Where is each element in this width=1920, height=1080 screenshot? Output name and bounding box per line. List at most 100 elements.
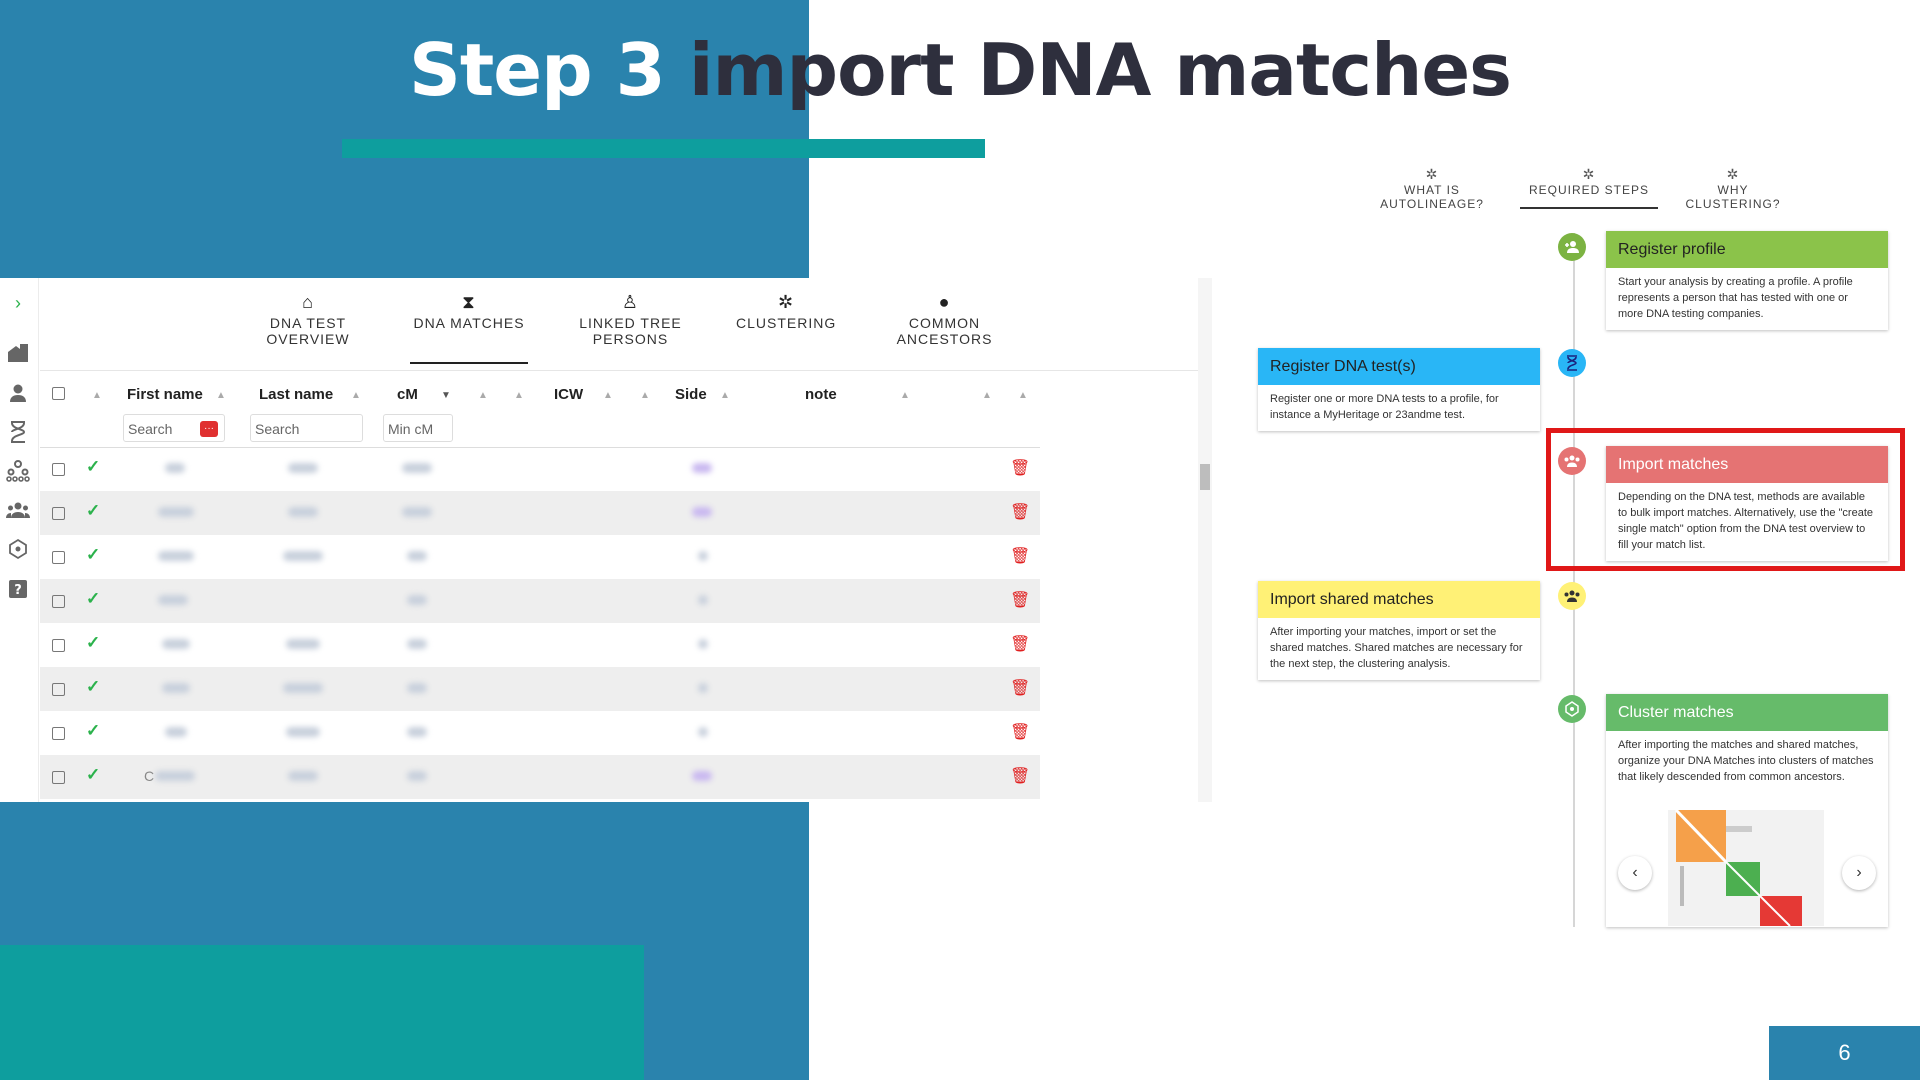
blurred-first-name [158, 507, 194, 517]
person-icon[interactable] [5, 380, 31, 406]
table-row[interactable]: ✓C🗑 [40, 755, 1040, 799]
delete-icon[interactable]: 🗑 [1010, 680, 1031, 697]
page-number: 6 [1769, 1026, 1920, 1080]
row-checkbox[interactable] [52, 507, 65, 520]
blurred-cm [407, 683, 427, 693]
scrollbar-thumb[interactable] [1200, 464, 1210, 490]
column-first-name[interactable]: First name [127, 386, 203, 403]
dashboard-icon[interactable] [5, 340, 31, 366]
partial-first-name: C [144, 768, 155, 784]
filter-options-icon[interactable]: ··· [200, 421, 218, 437]
row-checkbox[interactable] [52, 551, 65, 564]
blurred-last-name [286, 727, 320, 737]
check-icon: ✓ [86, 501, 101, 520]
tab-dna-test-overview[interactable]: ⌂DNA TEST OVERVIEW [228, 292, 388, 362]
step-title: Register DNA test(s) [1258, 348, 1540, 385]
blurred-side [698, 551, 708, 561]
sort-icon[interactable]: ▲ [216, 390, 226, 401]
blurred-side [698, 727, 708, 737]
sort-icon[interactable]: ▲ [720, 390, 730, 401]
slide-background-teal [0, 945, 644, 1080]
tab-label: WHAT IS AUTOLINEAGE? [1380, 183, 1484, 211]
tab-common-ancestors[interactable]: ●COMMON ANCESTORS [862, 292, 1027, 362]
delete-icon[interactable]: 🗑 [1010, 592, 1031, 609]
row-checkbox[interactable] [52, 727, 65, 740]
table-row[interactable]: ✓🗑 [40, 623, 1040, 667]
sort-icon[interactable]: ▲ [478, 390, 488, 401]
select-all-checkbox[interactable] [52, 387, 65, 400]
slide-title: Step 3 import DNA matches [0, 28, 1920, 112]
group-icon[interactable] [5, 497, 31, 523]
last-name-search-input[interactable]: Search [250, 414, 363, 442]
column-icw[interactable]: ICW [554, 386, 584, 403]
column-cm[interactable]: cM [397, 386, 418, 403]
step-title: Import shared matches [1258, 581, 1540, 618]
step-card-import-matches: Import matches Depending on the DNA test… [1606, 446, 1888, 561]
delete-icon[interactable]: 🗑 [1010, 548, 1031, 565]
expand-icon[interactable]: › [15, 292, 21, 313]
step-description: Depending on the DNA test, methods are a… [1618, 491, 1873, 551]
step-card-register-dna-tests: Register DNA test(s) Register one or mor… [1258, 348, 1540, 431]
row-checkbox[interactable] [52, 463, 65, 476]
table-row[interactable]: ✓🗑 [40, 711, 1040, 755]
step-description: Start your analysis by creating a profil… [1618, 276, 1853, 320]
blurred-cm [402, 463, 432, 473]
table-row[interactable]: ✓🗑 [40, 447, 1040, 491]
tab-linked-tree-persons[interactable]: ♙LINKED TREE PERSONS [543, 292, 718, 362]
sort-icon[interactable]: ▲ [1018, 390, 1028, 401]
cluster-icon: ✲ [1425, 166, 1439, 182]
blurred-last-name [288, 507, 318, 517]
tab-what-is-autolineage[interactable]: ✲WHAT IS AUTOLINEAGE? [1352, 166, 1512, 211]
table-row[interactable]: ✓🗑 [40, 667, 1040, 711]
sort-icon[interactable]: ▲ [640, 390, 650, 401]
sort-icon[interactable]: ▲ [92, 390, 102, 401]
cluster-icon: ✲ [1582, 166, 1596, 182]
row-checkbox[interactable] [52, 639, 65, 652]
column-side[interactable]: Side [675, 386, 707, 403]
delete-icon[interactable]: 🗑 [1010, 768, 1031, 785]
blurred-last-name [283, 551, 323, 561]
row-checkbox[interactable] [52, 595, 65, 608]
info-tab-bar: ✲WHAT IS AUTOLINEAGE? ✲REQUIRED STEPS ✲W… [1340, 166, 1810, 212]
sort-icon[interactable]: ▲ [982, 390, 992, 401]
dna-icon: ⧗ [462, 292, 476, 312]
delete-icon[interactable]: 🗑 [1010, 636, 1031, 653]
tab-label: LINKED TREE PERSONS [579, 315, 682, 347]
tab-why-clustering[interactable]: ✲WHY CLUSTERING? [1668, 166, 1798, 211]
blurred-first-name [162, 639, 190, 649]
blurred-first-name [155, 771, 195, 781]
blurred-cm [402, 507, 432, 517]
carousel-next-button[interactable]: › [1842, 856, 1876, 890]
column-last-name[interactable]: Last name [259, 386, 334, 403]
sort-icon[interactable]: ▲ [603, 390, 613, 401]
first-name-search-input[interactable]: Search··· [123, 414, 225, 442]
blurred-first-name [158, 551, 194, 561]
scrollbar[interactable] [1198, 278, 1212, 802]
sort-icon[interactable]: ▲ [351, 390, 361, 401]
tab-dna-matches[interactable]: ⧗DNA MATCHES [410, 292, 528, 364]
row-checkbox[interactable] [52, 771, 65, 784]
step-card-import-shared-matches: Import shared matches After importing yo… [1258, 581, 1540, 680]
row-checkbox[interactable] [52, 683, 65, 696]
sort-icon[interactable]: ▲ [900, 390, 910, 401]
sort-icon[interactable]: ▲ [514, 390, 524, 401]
column-note[interactable]: note [805, 386, 837, 403]
carousel-prev-button[interactable]: ‹ [1618, 856, 1652, 890]
table-row[interactable]: ✓🗑 [40, 535, 1040, 579]
app-sidebar: › ? [0, 278, 39, 802]
tree-icon[interactable] [5, 458, 31, 484]
tab-required-steps[interactable]: ✲REQUIRED STEPS [1520, 166, 1658, 209]
sort-desc-icon[interactable]: ▼ [441, 390, 451, 401]
table-row[interactable]: ✓🗑 [40, 491, 1040, 535]
delete-icon[interactable]: 🗑 [1010, 724, 1031, 741]
tab-label: REQUIRED STEPS [1528, 183, 1650, 197]
min-cm-input[interactable]: Min cM [383, 414, 453, 442]
help-icon[interactable]: ? [5, 576, 31, 602]
dna-icon[interactable] [5, 419, 31, 445]
cluster-icon[interactable] [5, 536, 31, 562]
table-row[interactable]: ✓🗑 [40, 579, 1040, 623]
delete-icon[interactable]: 🗑 [1010, 504, 1031, 521]
delete-icon[interactable]: 🗑 [1010, 460, 1031, 477]
tab-clustering[interactable]: ✲CLUSTERING [736, 292, 836, 362]
header-divider [40, 447, 1040, 448]
